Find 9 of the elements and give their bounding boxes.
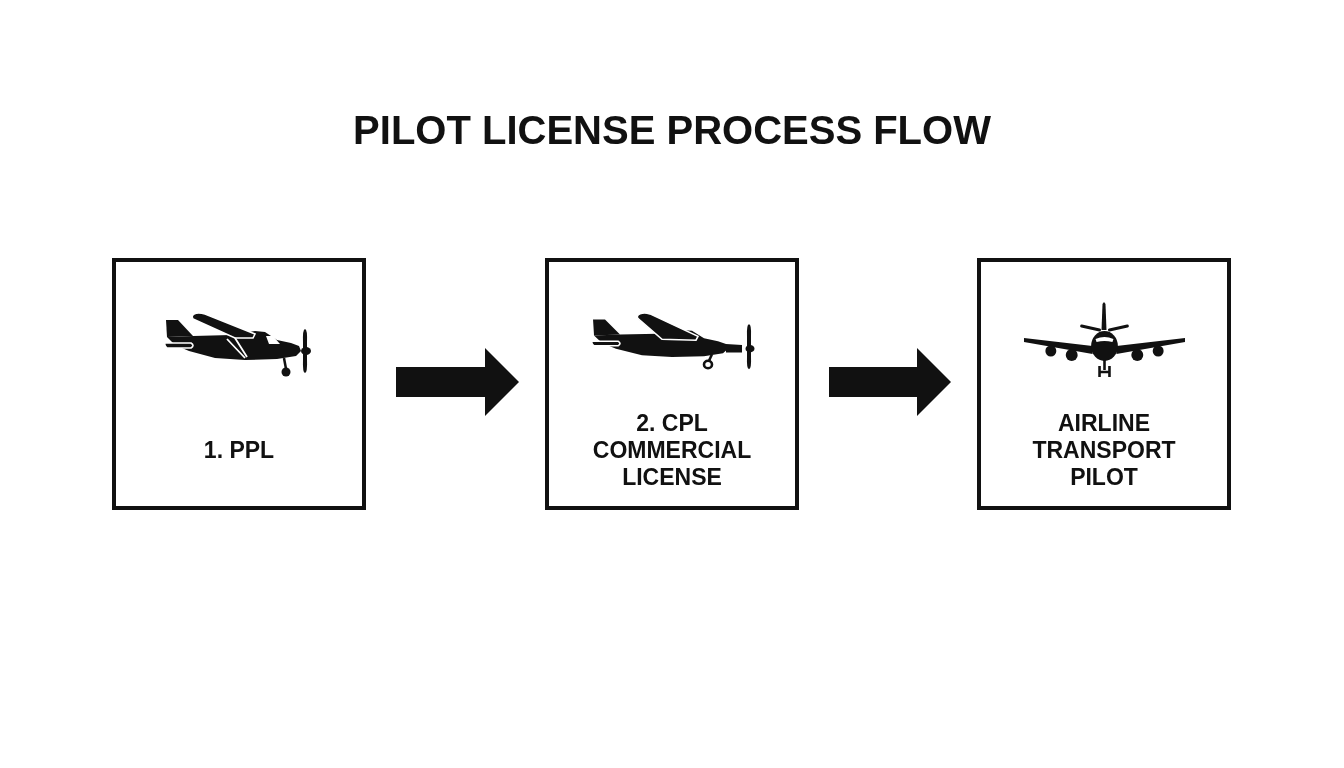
step-label: 1. PPL <box>203 436 275 464</box>
process-box <box>977 258 1231 510</box>
process-box <box>545 258 799 510</box>
arrow <box>829 348 951 416</box>
step-label: 2. CPL COMMERCIAL LICENSE <box>591 409 753 491</box>
arrow <box>396 348 519 416</box>
process-box <box>112 258 366 510</box>
title: PILOT LICENSE PROCESS FLOW <box>352 107 992 154</box>
step-label: AIRLINE TRANSPORT PILOT <box>1031 409 1177 491</box>
